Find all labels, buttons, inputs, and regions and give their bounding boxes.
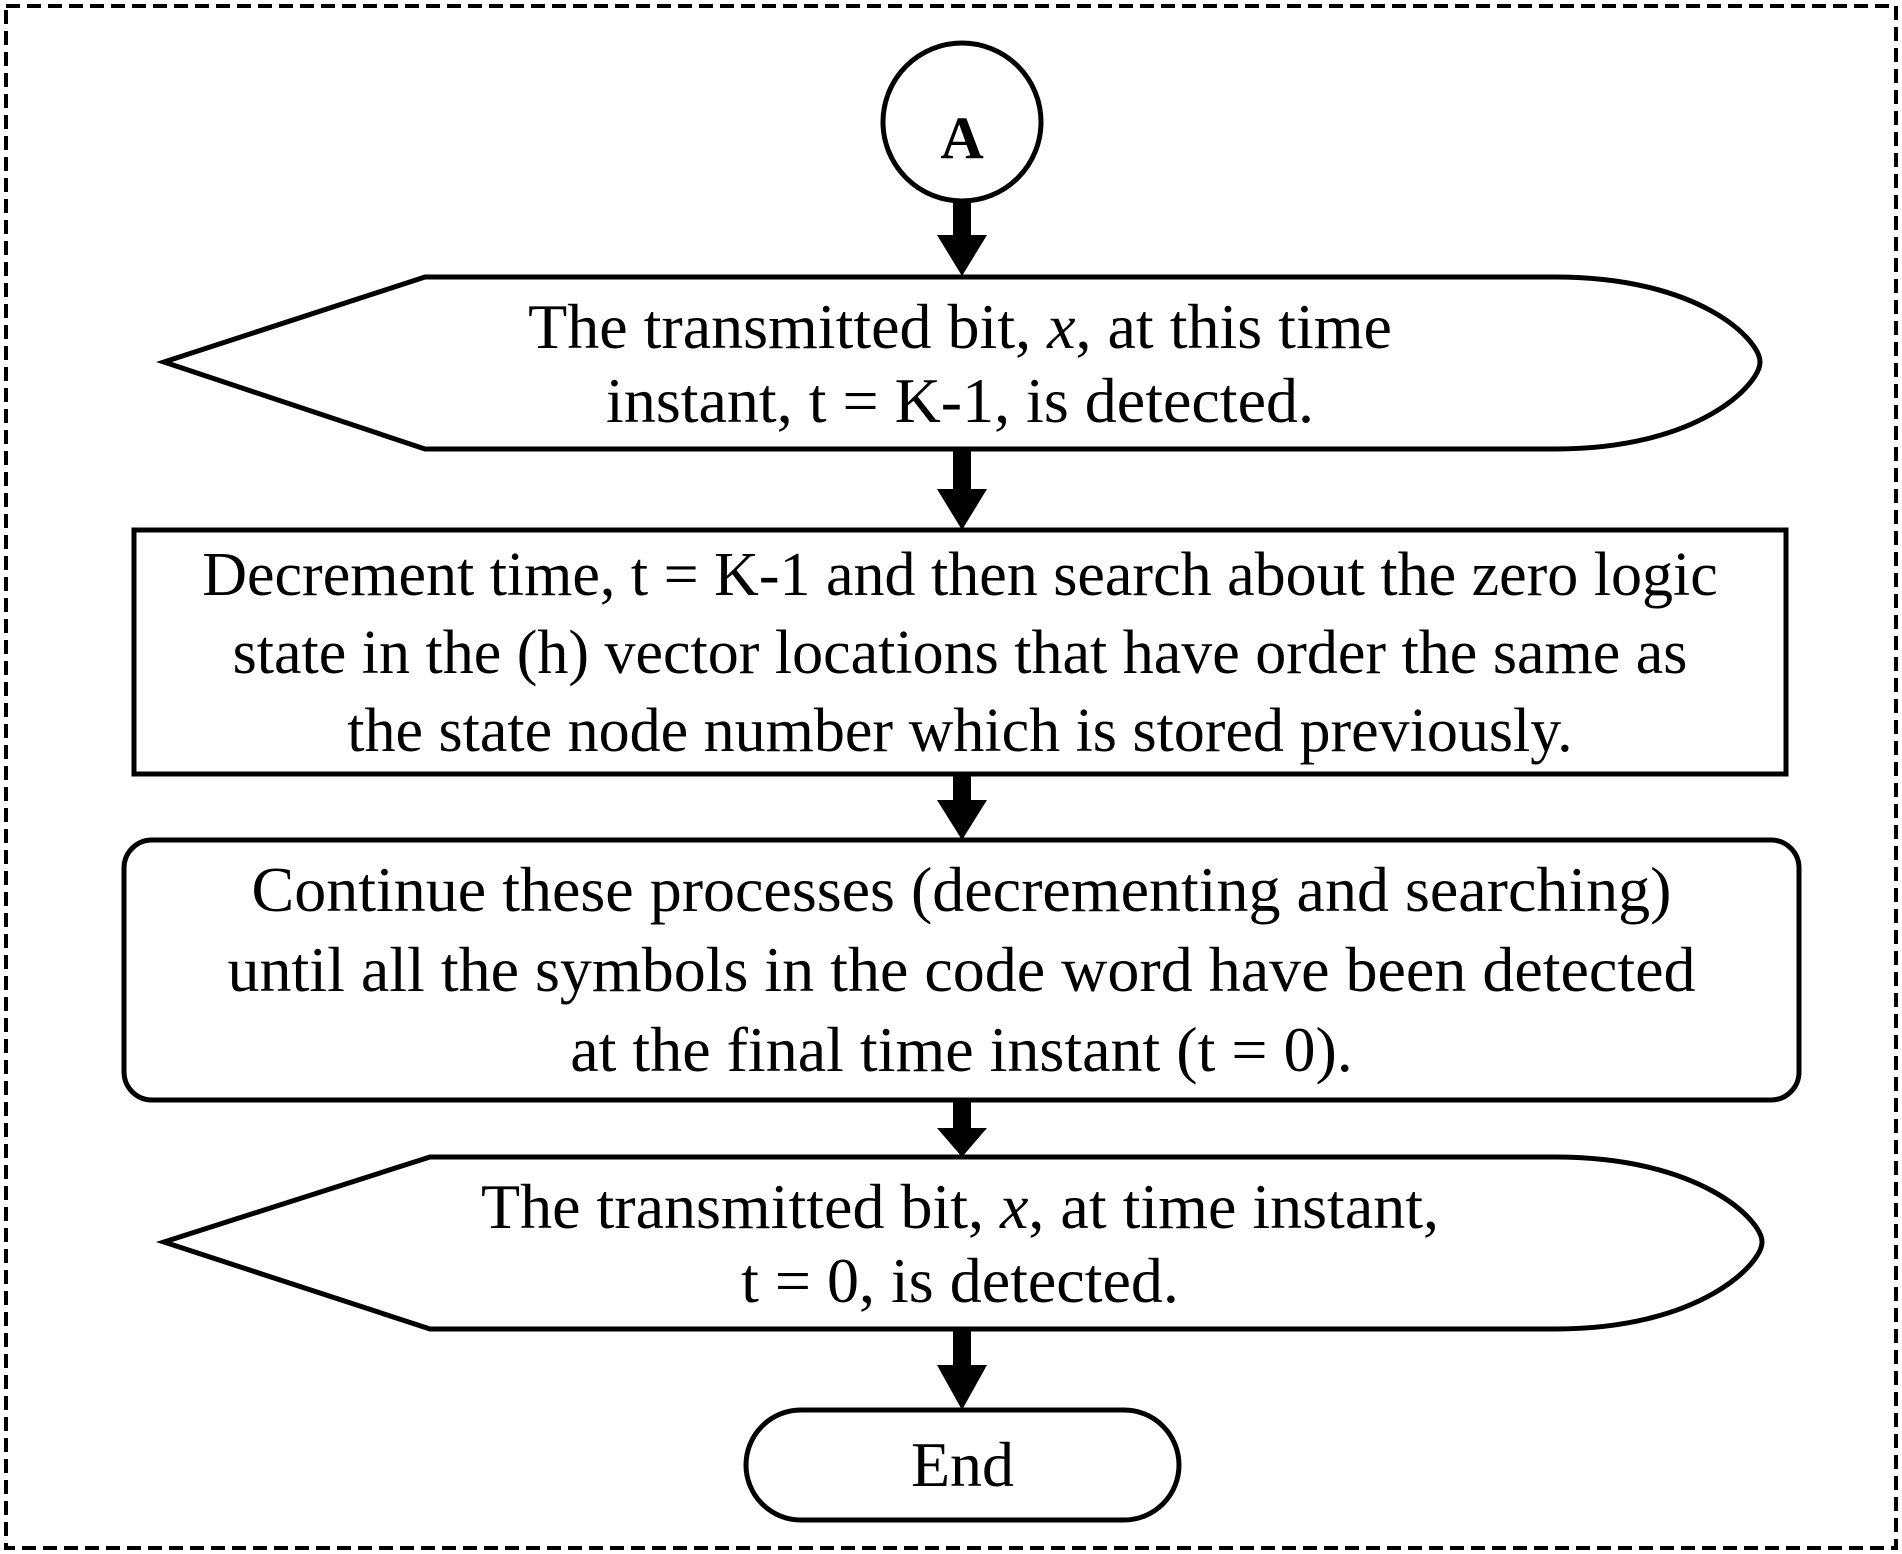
arrow-process1-to-process2 <box>937 774 987 840</box>
display-2-line-2: t = 0, is detected. <box>741 1245 1179 1316</box>
display-1-line-1: The transmitted bit, x, at this time <box>528 291 1392 362</box>
dashed-border <box>4 4 1898 1550</box>
terminator-end <box>743 1407 1182 1523</box>
process-1-text: Decrement time, t = K-1 and then search … <box>137 536 1783 770</box>
arrow-display2-to-end <box>937 1329 987 1410</box>
display-1-line-2: instant, t = K-1, is detected. <box>606 365 1314 436</box>
terminator-label: End <box>910 1429 1015 1500</box>
display-1-text: The transmitted bit, x, at this time ins… <box>300 284 1620 444</box>
connector-label: A <box>940 105 984 171</box>
process-1-line-1: Decrement time, t = K-1 and then search … <box>202 541 1718 609</box>
process-box-1 <box>131 527 1789 777</box>
display-shape-2 <box>155 1154 1765 1332</box>
process-2-line-3: at the final time instant (t = 0). <box>570 1014 1353 1085</box>
process-1-line-2: state in the (h) vector locations that h… <box>232 619 1688 687</box>
process-2-text: Continue these processes (decrementing a… <box>130 846 1793 1094</box>
arrow-process2-to-display2 <box>937 1100 987 1157</box>
process-2-line-2: until all the symbols in the code word h… <box>227 934 1696 1005</box>
arrow-connector-to-display1 <box>937 199 987 276</box>
display-2-text: The transmitted bit, x, at time instant,… <box>300 1164 1620 1324</box>
process-2-line-1: Continue these processes (decrementing a… <box>251 854 1672 925</box>
display-2-line-1: The transmitted bit, x, at time instant, <box>481 1171 1439 1242</box>
process-1-line-3: the state node number which is stored pr… <box>347 697 1573 765</box>
arrow-display1-to-process1 <box>937 449 987 530</box>
display-shape-1 <box>156 274 1763 452</box>
